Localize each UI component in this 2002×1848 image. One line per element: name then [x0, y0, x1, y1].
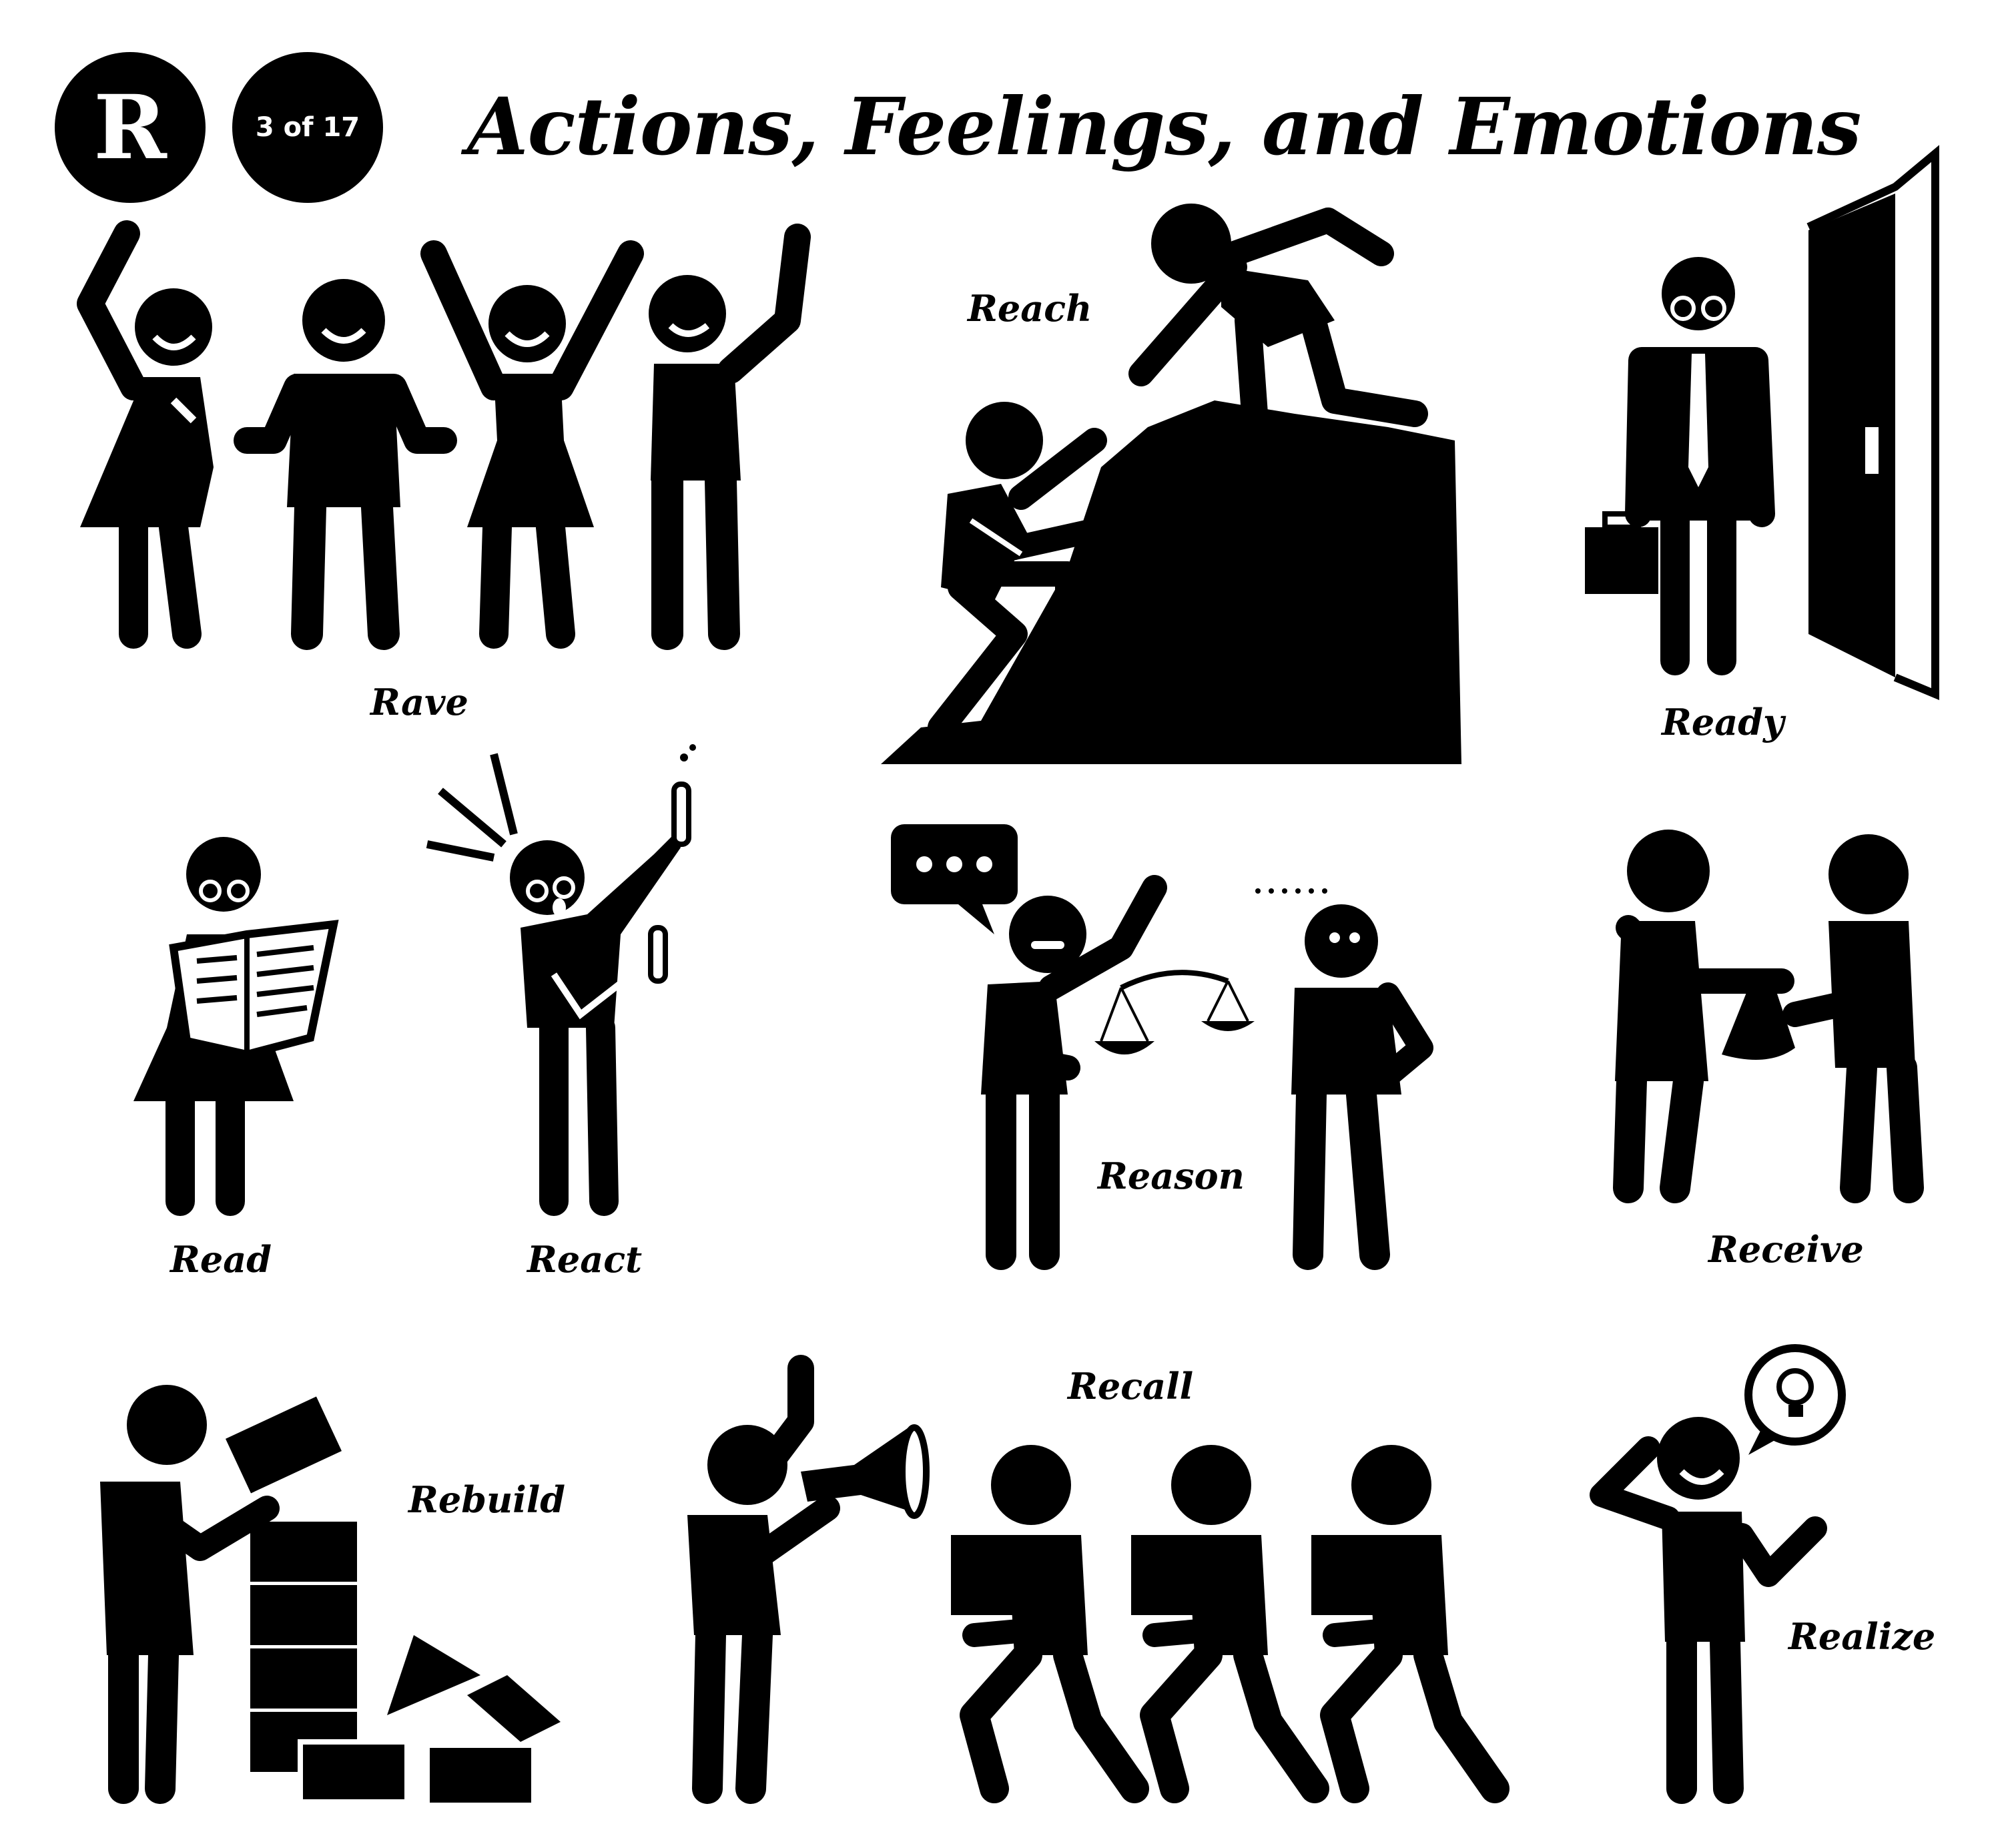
- read-icon: [133, 837, 339, 1216]
- label-realize: Realize: [1788, 1615, 1936, 1658]
- reason-icon: [891, 824, 1433, 1270]
- letter-badge: R: [55, 52, 206, 203]
- label-recall: Recall: [1068, 1365, 1194, 1408]
- realize-icon: [1590, 1344, 1846, 1804]
- react-icon: [426, 744, 696, 1216]
- label-react: React: [527, 1238, 643, 1281]
- label-rave: Rave: [370, 681, 468, 723]
- label-read: Read: [170, 1238, 272, 1281]
- ready-icon: [1585, 145, 1939, 700]
- label-rebuild: Rebuild: [408, 1478, 566, 1521]
- label-receive: Receive: [1708, 1228, 1864, 1271]
- recall-walker-1: [951, 1445, 1149, 1803]
- rave-woman-right: [420, 240, 644, 649]
- recall-walker-3: [1311, 1445, 1510, 1803]
- rave-icon: [77, 220, 811, 650]
- rebuild-icon: [100, 1385, 561, 1808]
- letter-badge-text: R: [93, 75, 167, 180]
- rave-man: [234, 279, 457, 650]
- page-title: Actions, Feelings, and Emotions: [467, 80, 1861, 173]
- label-ready: Ready: [1662, 701, 1784, 743]
- receive-icon: [1613, 830, 1924, 1203]
- label-reason: Reason: [1098, 1155, 1245, 1197]
- recall-walker-2: [1131, 1445, 1329, 1803]
- page-count-badge: 3 of 17: [232, 52, 383, 203]
- page-count-text: 3 of 17: [255, 112, 360, 143]
- rave-woman-left: [77, 220, 214, 649]
- recall-icon: [687, 1355, 1510, 1804]
- rave-man-right: [649, 224, 811, 650]
- label-reach: Reach: [968, 287, 1092, 330]
- reach-icon: [881, 204, 1461, 764]
